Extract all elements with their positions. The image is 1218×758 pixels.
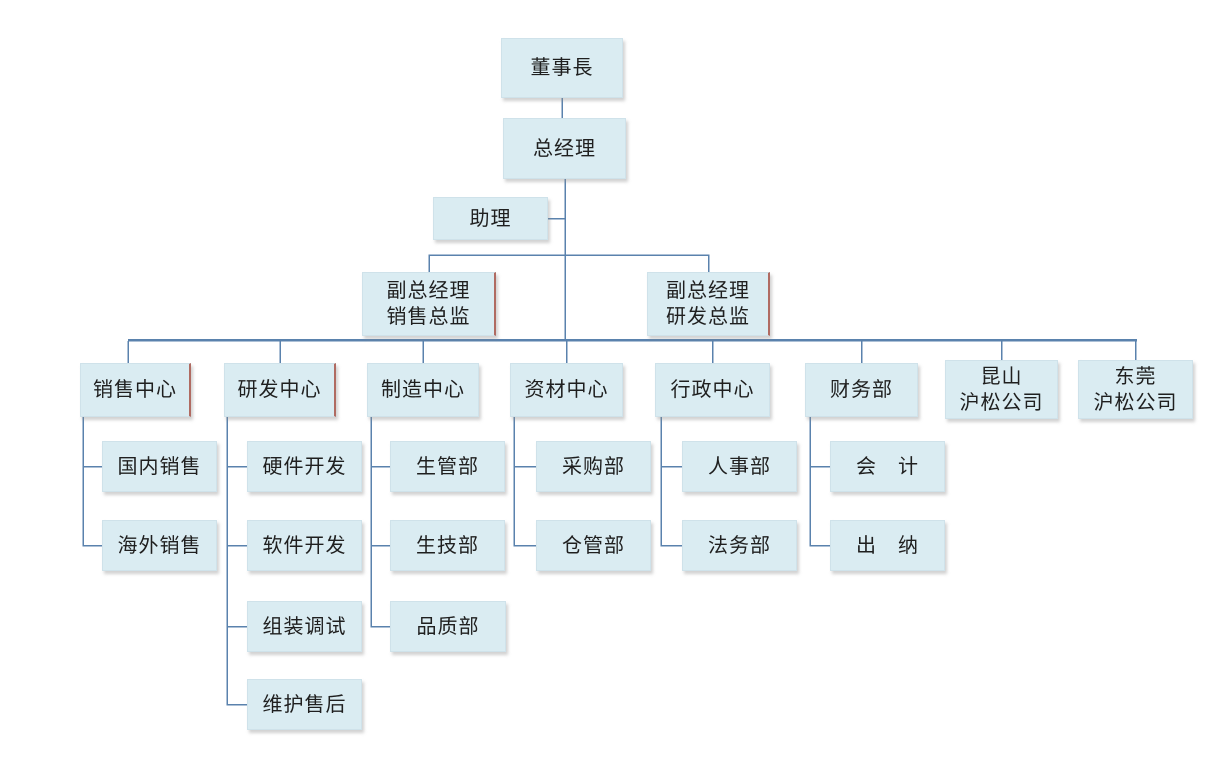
connector-sales-branch	[82, 417, 102, 547]
node-label: 采购部	[562, 455, 625, 478]
node-dongguan-co[interactable]: 东莞 沪松公司	[1078, 360, 1193, 419]
node-overseas-sales[interactable]: 海外销售	[102, 520, 217, 571]
connector-finance-branch	[809, 417, 830, 547]
node-label: 生技部	[416, 534, 479, 557]
connector-mfg-branch	[370, 417, 390, 628]
node-label: 人事部	[708, 455, 771, 478]
node-label: 会 计	[856, 455, 919, 478]
node-production-mgmt[interactable]: 生管部	[390, 441, 505, 492]
node-quality-dept[interactable]: 品质部	[390, 601, 506, 652]
node-label: 行政中心	[670, 379, 755, 401]
node-label: 生管部	[416, 455, 479, 478]
connector-rnd-branch	[226, 417, 247, 706]
node-hr-dept[interactable]: 人事部	[682, 441, 797, 492]
node-label: 销售中心	[93, 379, 177, 401]
node-label: 总经理	[533, 137, 596, 160]
node-label: 昆山	[980, 365, 1023, 388]
node-label: 东莞	[1114, 365, 1157, 388]
connector-bus-drops	[127, 341, 1137, 363]
node-label: 出 纳	[856, 534, 919, 557]
node-label: 资材中心	[524, 379, 609, 401]
node-rnd-center[interactable]: 研发中心	[224, 363, 336, 417]
node-admin-center[interactable]: 行政中心	[655, 363, 770, 417]
node-production-tech[interactable]: 生技部	[390, 520, 505, 571]
node-domestic-sales[interactable]: 国内销售	[102, 441, 217, 492]
node-kunshan-co[interactable]: 昆山 沪松公司	[945, 360, 1058, 419]
node-label: 副总经理	[386, 280, 471, 302]
node-assembly-debug[interactable]: 组装调试	[247, 601, 362, 652]
node-label: 国内销售	[117, 455, 202, 478]
node-finance-dept[interactable]: 财务部	[805, 363, 918, 417]
node-maintenance-aftersales[interactable]: 维护售后	[247, 679, 362, 730]
node-label: 软件开发	[262, 534, 347, 557]
node-label: 法务部	[708, 534, 771, 557]
node-label: 财务部	[830, 379, 893, 401]
node-label: 研发中心	[237, 379, 322, 401]
node-label: 硬件开发	[262, 455, 347, 478]
connector-top-spine	[548, 98, 566, 340]
node-label: 组装调试	[262, 615, 347, 638]
node-materials-center[interactable]: 资材中心	[510, 363, 623, 417]
connector-vp-rail	[428, 254, 710, 272]
node-software-dev[interactable]: 软件开发	[247, 520, 362, 571]
node-label: 研发总监	[666, 306, 750, 328]
node-label: 助理	[469, 207, 512, 230]
node-label: 沪松公司	[1093, 391, 1178, 414]
node-label: 董事長	[530, 57, 594, 79]
node-label: 制造中心	[381, 379, 465, 401]
node-label: 品质部	[416, 615, 480, 638]
node-warehouse-dept[interactable]: 仓管部	[536, 520, 651, 571]
node-vp-rnd[interactable]: 副总经理 研发总监	[647, 272, 770, 336]
connector-admin-branch	[660, 417, 682, 547]
node-manufacturing-center[interactable]: 制造中心	[367, 363, 479, 417]
node-label: 仓管部	[562, 534, 625, 557]
node-label: 副总经理	[666, 280, 750, 302]
node-legal-dept[interactable]: 法务部	[682, 520, 797, 571]
node-hardware-dev[interactable]: 硬件开发	[247, 441, 362, 492]
node-label: 销售总监	[386, 306, 471, 328]
node-label: 海外销售	[117, 534, 202, 557]
node-general-manager[interactable]: 总经理	[503, 118, 626, 179]
connector-materials-branch	[513, 417, 536, 547]
node-chairman[interactable]: 董事長	[501, 38, 623, 98]
node-label: 维护售后	[262, 693, 347, 716]
node-assistant[interactable]: 助理	[433, 197, 548, 240]
node-cashier[interactable]: 出 纳	[830, 520, 945, 571]
node-sales-center[interactable]: 销售中心	[80, 363, 191, 417]
node-vp-sales[interactable]: 副总经理 销售总监	[362, 272, 496, 336]
node-label: 沪松公司	[959, 391, 1044, 414]
node-accounting[interactable]: 会 计	[830, 441, 945, 492]
node-purchasing-dept[interactable]: 采购部	[536, 441, 651, 492]
